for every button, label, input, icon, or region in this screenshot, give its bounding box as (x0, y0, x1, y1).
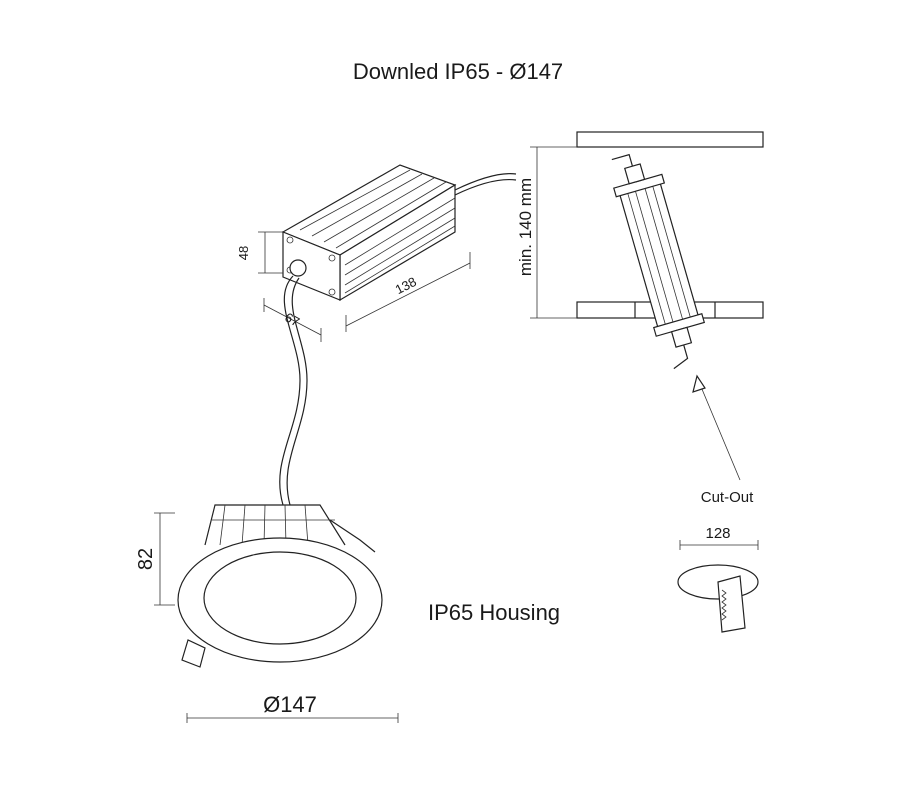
cutout-dimension (679, 540, 759, 550)
housing-connector (329, 519, 376, 553)
cable-gland-icon (289, 259, 307, 277)
driver-width-dimension: 67 (263, 298, 322, 342)
cutout-saw-icon (677, 564, 759, 633)
housing-height-label: 82 (135, 548, 157, 570)
cutout-arrow (692, 374, 741, 481)
driver-width-label: 67 (282, 310, 302, 330)
driver-length-label: 138 (393, 274, 419, 297)
housing-clip (181, 639, 206, 668)
housing-label: IP65 Housing (428, 600, 560, 625)
drawing-title: Downled IP65 - Ø147 (353, 59, 563, 84)
cutout-diameter-label: 128 (705, 525, 730, 542)
driver-installed-view (611, 153, 706, 370)
housing-diameter-label: Ø147 (263, 692, 317, 717)
min-depth-label: min. 140 mm (516, 178, 535, 276)
ip65-housing (177, 504, 383, 668)
led-driver-box (281, 164, 517, 302)
cutout-label: Cut-Out (701, 489, 754, 506)
driver-height-label: 48 (236, 246, 251, 260)
driver-height-dimension: 48 (236, 231, 283, 274)
driver-input-cable (279, 275, 301, 506)
driver-output-cable (454, 173, 517, 191)
housing-diameter-dimension (186, 713, 399, 723)
housing-height-dimension: 82 (135, 512, 175, 606)
